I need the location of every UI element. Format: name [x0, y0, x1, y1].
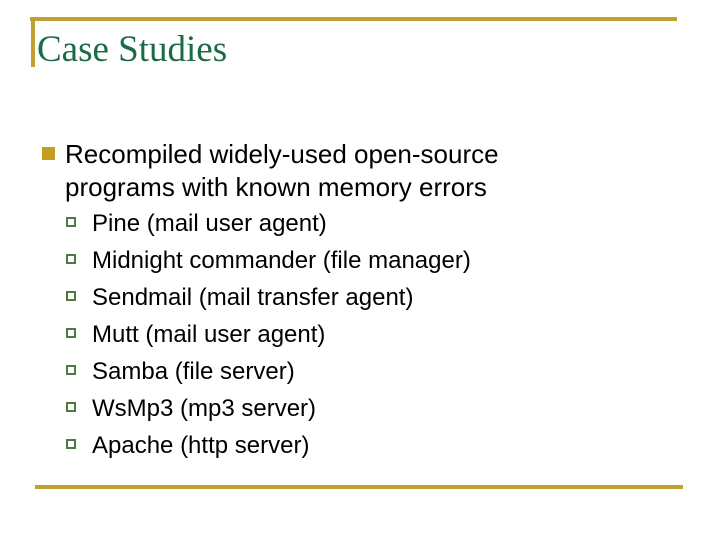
list-item-text: WsMp3 (mp3 server)	[92, 395, 317, 422]
list-item: Pine (mail user agent)	[66, 205, 471, 242]
list-item-text: Pine (mail user agent)	[92, 210, 327, 237]
list-item: Mutt (mail user agent)	[66, 316, 471, 353]
list-item-text: Sendmail (mail transfer agent)	[92, 284, 414, 311]
main-bullet-text: Recompiled widely-used open-source progr…	[65, 139, 499, 202]
hollow-square-bullet-icon	[66, 291, 76, 301]
list-item-text: Samba (file server)	[92, 358, 295, 385]
hollow-square-bullet-icon	[66, 439, 76, 449]
list-item: WsMp3 (mp3 server)	[66, 390, 471, 427]
list-item-text: Mutt (mail user agent)	[92, 321, 326, 348]
slide-title: Case Studies	[37, 29, 228, 70]
title-accent-line	[31, 17, 35, 67]
hollow-square-bullet-icon	[66, 254, 76, 264]
list-item: Sendmail (mail transfer agent)	[66, 279, 471, 316]
top-accent-line	[30, 17, 677, 21]
bottom-accent-line	[35, 485, 683, 489]
main-bullet: Recompiled widely-used open-source progr…	[42, 138, 570, 204]
square-bullet-icon	[42, 147, 55, 160]
sub-bullet-list: Pine (mail user agent) Midnight commander…	[66, 205, 471, 464]
hollow-square-bullet-icon	[66, 402, 76, 412]
list-item: Midnight commander (file manager)	[66, 242, 471, 279]
list-item: Apache (http server)	[66, 427, 471, 464]
hollow-square-bullet-icon	[66, 217, 76, 227]
list-item-text: Apache (http server)	[92, 432, 310, 459]
list-item: Samba (file server)	[66, 353, 471, 390]
hollow-square-bullet-icon	[66, 365, 76, 375]
hollow-square-bullet-icon	[66, 328, 76, 338]
list-item-text: Midnight commander (file manager)	[92, 247, 471, 274]
